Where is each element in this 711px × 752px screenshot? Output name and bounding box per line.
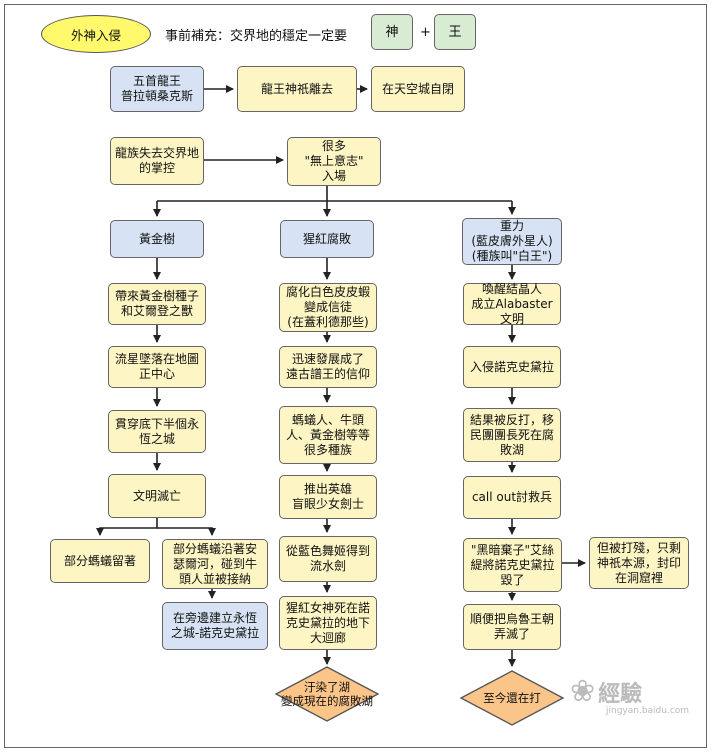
node-gr-uhl-dynasty: 順便把烏魯王朝 弄滅了 bbox=[463, 604, 561, 650]
edge-gt4-split-b bbox=[157, 527, 216, 536]
node-golden-tree: 黃金樹 bbox=[110, 220, 204, 258]
node-gt-meteor: 流星墜落在地圖 正中心 bbox=[108, 346, 206, 388]
node-sr-races: 螞蟻人、牛頭 人、黃金樹等等 很多種族 bbox=[279, 406, 377, 464]
header-note: 事前補充：交界地的穩定一定要 bbox=[165, 29, 348, 44]
diamond-shape bbox=[459, 670, 565, 726]
watermark-url: jingyan.baidu.com bbox=[606, 706, 690, 716]
node-sr-faith: 迅速發展成了 遠古譜王的信仰 bbox=[279, 346, 377, 388]
plus-sign: + bbox=[420, 25, 431, 40]
node-five-dragon-king: 五首龍王 普拉頓桑克斯 bbox=[110, 66, 204, 112]
node-gt-fall: 文明滅亡 bbox=[108, 474, 206, 518]
node-gt-ants-stay: 部分螞蟻留著 bbox=[50, 539, 150, 583]
node-sr-goddess-dies: 猩紅女神死在諾 克史黛拉的地下 大迴廊 bbox=[279, 596, 377, 650]
node-gt-pierce: 貫穿底下半個永 恆之城 bbox=[108, 410, 206, 453]
node-sr-sword: 從藍色舞姬得到 流水劍 bbox=[279, 536, 377, 582]
node-gr-sealed: 但被打殘，只剩 神祇本源，封印 在洞窟裡 bbox=[589, 537, 689, 589]
node-scarlet-rot: 猩紅腐敗 bbox=[280, 220, 374, 258]
diagram-frame bbox=[4, 4, 707, 748]
node-sr-hero: 推出英雄 盲眼少女劍士 bbox=[279, 475, 377, 519]
node-sr-lake-label: 汙染了湖 變成現在的腐敗湖 bbox=[281, 680, 373, 708]
node-sr-lake: 汙染了湖 變成現在的腐敗湖 bbox=[274, 666, 380, 722]
edge-gt4-split bbox=[96, 518, 158, 536]
requirement-king: 王 bbox=[434, 14, 476, 50]
requirement-god: 神 bbox=[371, 14, 413, 50]
watermark: ❀ 經驗 bbox=[570, 676, 642, 708]
node-dragons-lose-control: 龍族失去交界地 的掌控 bbox=[110, 137, 204, 185]
node-gr-repelled: 結果被反打，移 民團團長死在腐 敗湖 bbox=[463, 408, 561, 462]
diamond-shape bbox=[274, 666, 380, 722]
node-gt-ants-river: 部分螞蟻沿著安 瑟爾河，碰到牛 頭人並被接納 bbox=[162, 539, 268, 589]
node-gr-still-fighting: 至今還在打 bbox=[459, 670, 565, 726]
node-sky-city: 在天空城自閉 bbox=[371, 66, 465, 112]
node-gr-invade: 入侵諾克史黛拉 bbox=[463, 346, 561, 388]
node-gr-crystal: 喚醒結晶人 成立Alabaster文明 bbox=[463, 282, 561, 326]
node-gravity: 重力 (藍皮膚外星人) (種族叫"白王") bbox=[462, 218, 562, 265]
node-many-wills: 很多 "無上意志" 入場 bbox=[287, 137, 381, 186]
node-dragon-god-leaves: 龍王神祇離去 bbox=[237, 66, 357, 112]
node-gr-still-fighting-label: 至今還在打 bbox=[483, 691, 541, 705]
watermark-text: 經驗 bbox=[598, 682, 643, 707]
node-gr-callout: call out討救兵 bbox=[463, 476, 561, 519]
node-gt-seed: 帶來黃金樹種子 和艾爾登之獸 bbox=[108, 283, 206, 325]
node-gr-dark-outcast: "黑暗棄子"艾絲 緹將諾克史黛拉 毀了 bbox=[463, 538, 562, 592]
topic-tag: 外神入侵 bbox=[41, 15, 151, 53]
node-gt-nokstella: 在旁邊建立永恆 之城-諾克史黛拉 bbox=[162, 602, 268, 650]
baidu-paw-icon: ❀ bbox=[570, 674, 596, 709]
node-sr-corrupt: 腐化白色皮皮蝦 變成信徒 (在蓋利德那些) bbox=[279, 283, 377, 332]
